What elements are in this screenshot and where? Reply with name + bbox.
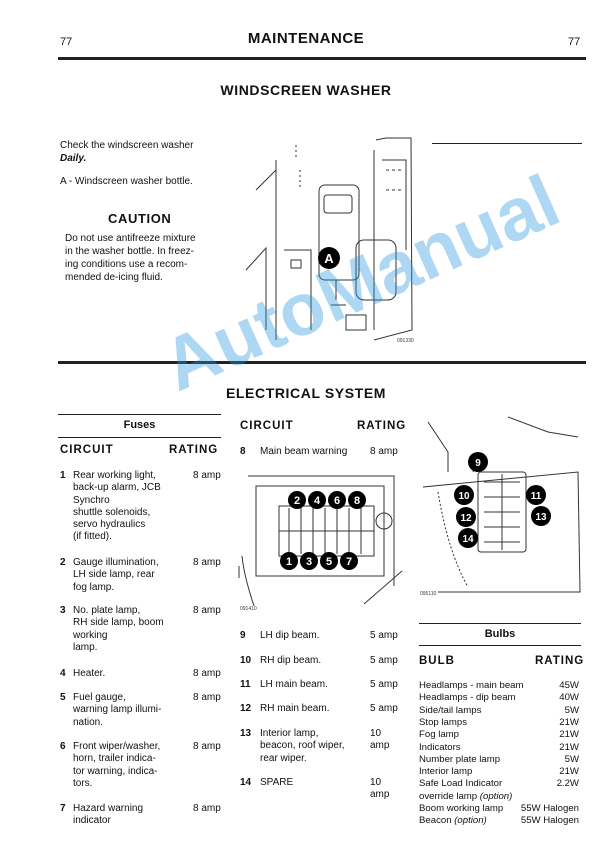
fuse-callout-10-label: 10 — [458, 491, 470, 502]
fuse-callout-7 — [340, 552, 358, 570]
washer-check-text: Check the windscreen washer Daily. — [60, 140, 194, 164]
bulb-row: Beacon (option)55W Halogen — [419, 815, 579, 827]
fuse-callout-9 — [468, 452, 488, 472]
fuse-callout-13-label: 13 — [535, 512, 547, 523]
bulbs-bottom-rule — [419, 645, 581, 646]
circuit-heading-left: CIRCUIT — [60, 444, 114, 456]
fuse-callout-1-label: 1 — [286, 556, 292, 568]
fuses-top-rule — [58, 414, 221, 415]
fuse-callout-6-label: 6 — [334, 495, 340, 507]
fuse-panel-figure: 9 10 11 12 13 14 095110 — [420, 416, 581, 597]
fuse-callout-11 — [526, 485, 546, 505]
fuse-callout-10 — [454, 485, 474, 505]
callout-a-label: A — [324, 251, 334, 266]
fuse-callout-12-label: 12 — [460, 513, 472, 524]
fuse-callout-14-label: 14 — [462, 534, 474, 545]
circuit-heading-mid: CIRCUIT — [240, 420, 294, 432]
page-header-title: MAINTENANCE — [247, 30, 365, 47]
fuse-callout-4 — [308, 491, 326, 509]
callout-a-circle — [318, 247, 340, 269]
fuse-callout-2-label: 2 — [294, 495, 300, 507]
washer-title: WINDSCREEN WASHER — [220, 82, 392, 98]
header-rule — [58, 57, 586, 60]
fuse-figure-code-left: 091410 — [240, 606, 257, 612]
fuse-callout-5-label: 5 — [326, 556, 332, 568]
fuses-bottom-rule — [58, 437, 221, 438]
fuse-callout-9-label: 9 — [475, 458, 481, 469]
fuse-callout-6 — [328, 491, 346, 509]
fuse-figure-code-right: 095110 — [420, 591, 437, 597]
bulb-rating-heading: RATING — [535, 655, 585, 667]
fuse-callout-5 — [320, 552, 338, 570]
section-rule — [58, 361, 586, 364]
washer-bottle-figure: A 091330 — [245, 137, 414, 344]
fuse-callout-4-label: 4 — [314, 495, 321, 507]
fuses-heading: Fuses — [123, 419, 156, 431]
page-number-right: 77 — [568, 36, 581, 48]
fuse-callout-8 — [348, 491, 366, 509]
bulb-col-heading: BULB — [419, 655, 455, 667]
caution-text: Do not use antifreeze mixture in the was… — [65, 233, 196, 283]
bulb-row: override lamp (option) — [419, 790, 513, 802]
fuse-callout-8-label: 8 — [354, 495, 360, 507]
caution-title: CAUTION — [108, 211, 172, 226]
electrical-title: ELECTRICAL SYSTEM — [225, 385, 387, 401]
washer-side-rule — [432, 143, 582, 144]
fuse-callout-12 — [456, 507, 476, 527]
washer-item-a: A - Windscreen washer bottle. — [60, 176, 193, 187]
page-number-left: 77 — [60, 36, 73, 48]
bulbs-heading: Bulbs — [484, 628, 516, 640]
fuse-callout-2 — [288, 491, 306, 509]
bulbs-top-rule — [419, 623, 581, 624]
fuse-callout-1 — [280, 552, 298, 570]
fuse-box-figure: 2 4 6 8 1 3 5 7 091410 — [238, 475, 403, 612]
fuse-callout-3 — [300, 552, 318, 570]
fuse-callout-11-label: 11 — [531, 491, 542, 502]
washer-figure-code: 091330 — [397, 338, 414, 344]
fuse-callout-3-label: 3 — [306, 556, 312, 568]
rating-heading-left: RATING — [169, 444, 219, 456]
fuse-callout-7-label: 7 — [346, 556, 352, 568]
fuse-callout-14 — [458, 528, 478, 548]
rating-heading-mid: RATING — [357, 420, 407, 432]
fuse-callout-13 — [531, 506, 551, 526]
